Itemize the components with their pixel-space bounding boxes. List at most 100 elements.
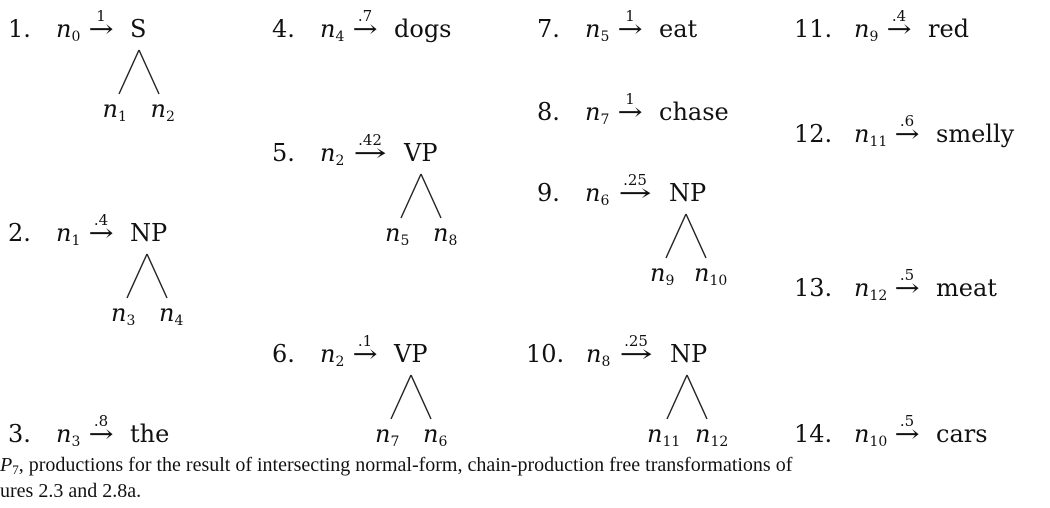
production-probability: 1: [96, 7, 106, 25]
lhs-nonterminal: n4: [320, 15, 345, 45]
tree-branch-left: [665, 213, 687, 259]
production-rhs: NP: [670, 340, 708, 368]
caption-line-1: P7, productions for the result of inters…: [0, 452, 1050, 478]
production-rhs: the: [130, 420, 170, 448]
production-number: 7.: [537, 15, 560, 43]
tree-branch-left: [666, 374, 688, 420]
production-probability: .4: [891, 7, 907, 25]
arrow-glyph: →: [886, 15, 912, 43]
child-nonterminal-left: n3: [111, 299, 136, 329]
production-probability: .5: [899, 412, 915, 430]
derivation-tree: [666, 374, 708, 420]
production-arrow: .5→: [892, 266, 922, 303]
lhs-nonterminal: n11: [854, 120, 888, 150]
production-probability: .7: [357, 7, 373, 25]
lhs-subscript: 1: [71, 233, 81, 249]
child-nonterminal-right: n4: [159, 299, 184, 329]
caption-line-2: ures 2.3 and 2.8a.: [0, 480, 142, 502]
production-number: 4.: [272, 15, 295, 43]
production-number: 1.: [8, 15, 31, 43]
production-number: 10.: [526, 340, 565, 368]
child-nonterminal-left: n5: [385, 219, 410, 249]
child-nonterminal-left: n9: [650, 259, 675, 289]
production-number: 11.: [794, 15, 833, 43]
child-subscript: 10: [709, 273, 728, 289]
production-rhs: eat: [659, 15, 698, 43]
production-rhs: S: [130, 15, 147, 43]
production-probability: .25: [623, 171, 647, 189]
arrow-glyph: →: [88, 420, 114, 448]
lhs-subscript: 2: [335, 354, 345, 370]
lhs-subscript: 6: [600, 193, 610, 209]
production-probability: .25: [624, 332, 648, 350]
derivation-tree: [117, 49, 160, 95]
tree-branch-right: [685, 213, 707, 259]
child-subscript: 8: [448, 233, 458, 249]
production-arrow: .6→: [892, 112, 922, 149]
lhs-subscript: 4: [335, 29, 345, 45]
production-probability: .1: [357, 332, 373, 350]
production-arrow: .42→: [350, 131, 390, 168]
child-nonterminal-right: n2: [150, 95, 175, 125]
child-nonterminal-left: n7: [375, 420, 400, 450]
tree-branch-left: [117, 49, 140, 95]
arrow-glyph: →: [88, 15, 114, 43]
arrow-glyph: →: [618, 179, 652, 207]
tree-branch-right: [137, 49, 160, 95]
production-number: 13.: [794, 274, 833, 302]
production-number: 12.: [794, 120, 833, 148]
production-arrow: .4→: [86, 211, 116, 248]
production-probability: .6: [899, 112, 915, 130]
derivation-tree: [665, 213, 707, 259]
child-nonterminal-left: n11: [647, 420, 681, 450]
arrow-glyph: →: [352, 15, 378, 43]
production-probability: 1: [625, 7, 635, 25]
production-rhs: chase: [659, 98, 729, 126]
lhs-subscript: 11: [869, 134, 888, 150]
child-subscript: 5: [400, 233, 410, 249]
production-arrow: .25→: [615, 171, 655, 208]
production-probability: .8: [93, 412, 109, 430]
child-nonterminal-right: n12: [695, 420, 729, 450]
child-subscript: 9: [665, 273, 675, 289]
production-rhs: smelly: [936, 120, 1015, 148]
child-subscript: 6: [438, 434, 448, 450]
tree-branch-left: [390, 374, 412, 420]
arrow-glyph: →: [353, 139, 387, 167]
production-rhs: VP: [404, 139, 438, 167]
production-number: 6.: [272, 340, 295, 368]
production-arrow: .1→: [350, 332, 380, 369]
arrow-glyph: →: [894, 420, 920, 448]
child-nonterminal-left: n1: [102, 95, 127, 125]
caption-line-1-text: , productions for the result of intersec…: [18, 454, 793, 476]
production-number: 3.: [8, 420, 31, 448]
derivation-tree: [390, 374, 432, 420]
lhs-subscript: 0: [71, 29, 81, 45]
lhs-nonterminal: n6: [585, 179, 610, 209]
production-arrow: .7→: [350, 7, 380, 44]
arrow-glyph: →: [619, 340, 653, 368]
child-subscript: 4: [174, 313, 184, 329]
production-number: 14.: [794, 420, 833, 448]
child-subscript: 3: [126, 313, 136, 329]
tree-branch-right: [420, 173, 442, 219]
lhs-nonterminal: n7: [585, 98, 610, 128]
lhs-subscript: 9: [869, 29, 879, 45]
lhs-nonterminal: n2: [320, 340, 345, 370]
lhs-nonterminal: n8: [586, 340, 611, 370]
production-probability: .5: [899, 266, 915, 284]
lhs-nonterminal: n9: [854, 15, 879, 45]
lhs-subscript: 10: [869, 434, 888, 450]
production-arrow: 1→: [615, 7, 645, 44]
production-rhs: NP: [669, 179, 707, 207]
lhs-nonterminal: n1: [56, 219, 81, 249]
figure-caption: P7, productions for the result of inters…: [0, 452, 1050, 504]
production-arrow: .4→: [884, 7, 914, 44]
tree-branch-right: [146, 253, 168, 299]
production-probability: .42: [358, 131, 382, 149]
arrow-glyph: →: [88, 219, 114, 247]
derivation-tree: [400, 173, 442, 219]
production-rhs: meat: [936, 274, 997, 302]
child-nonterminal-right: n10: [694, 259, 728, 289]
derivation-tree: [126, 253, 168, 299]
